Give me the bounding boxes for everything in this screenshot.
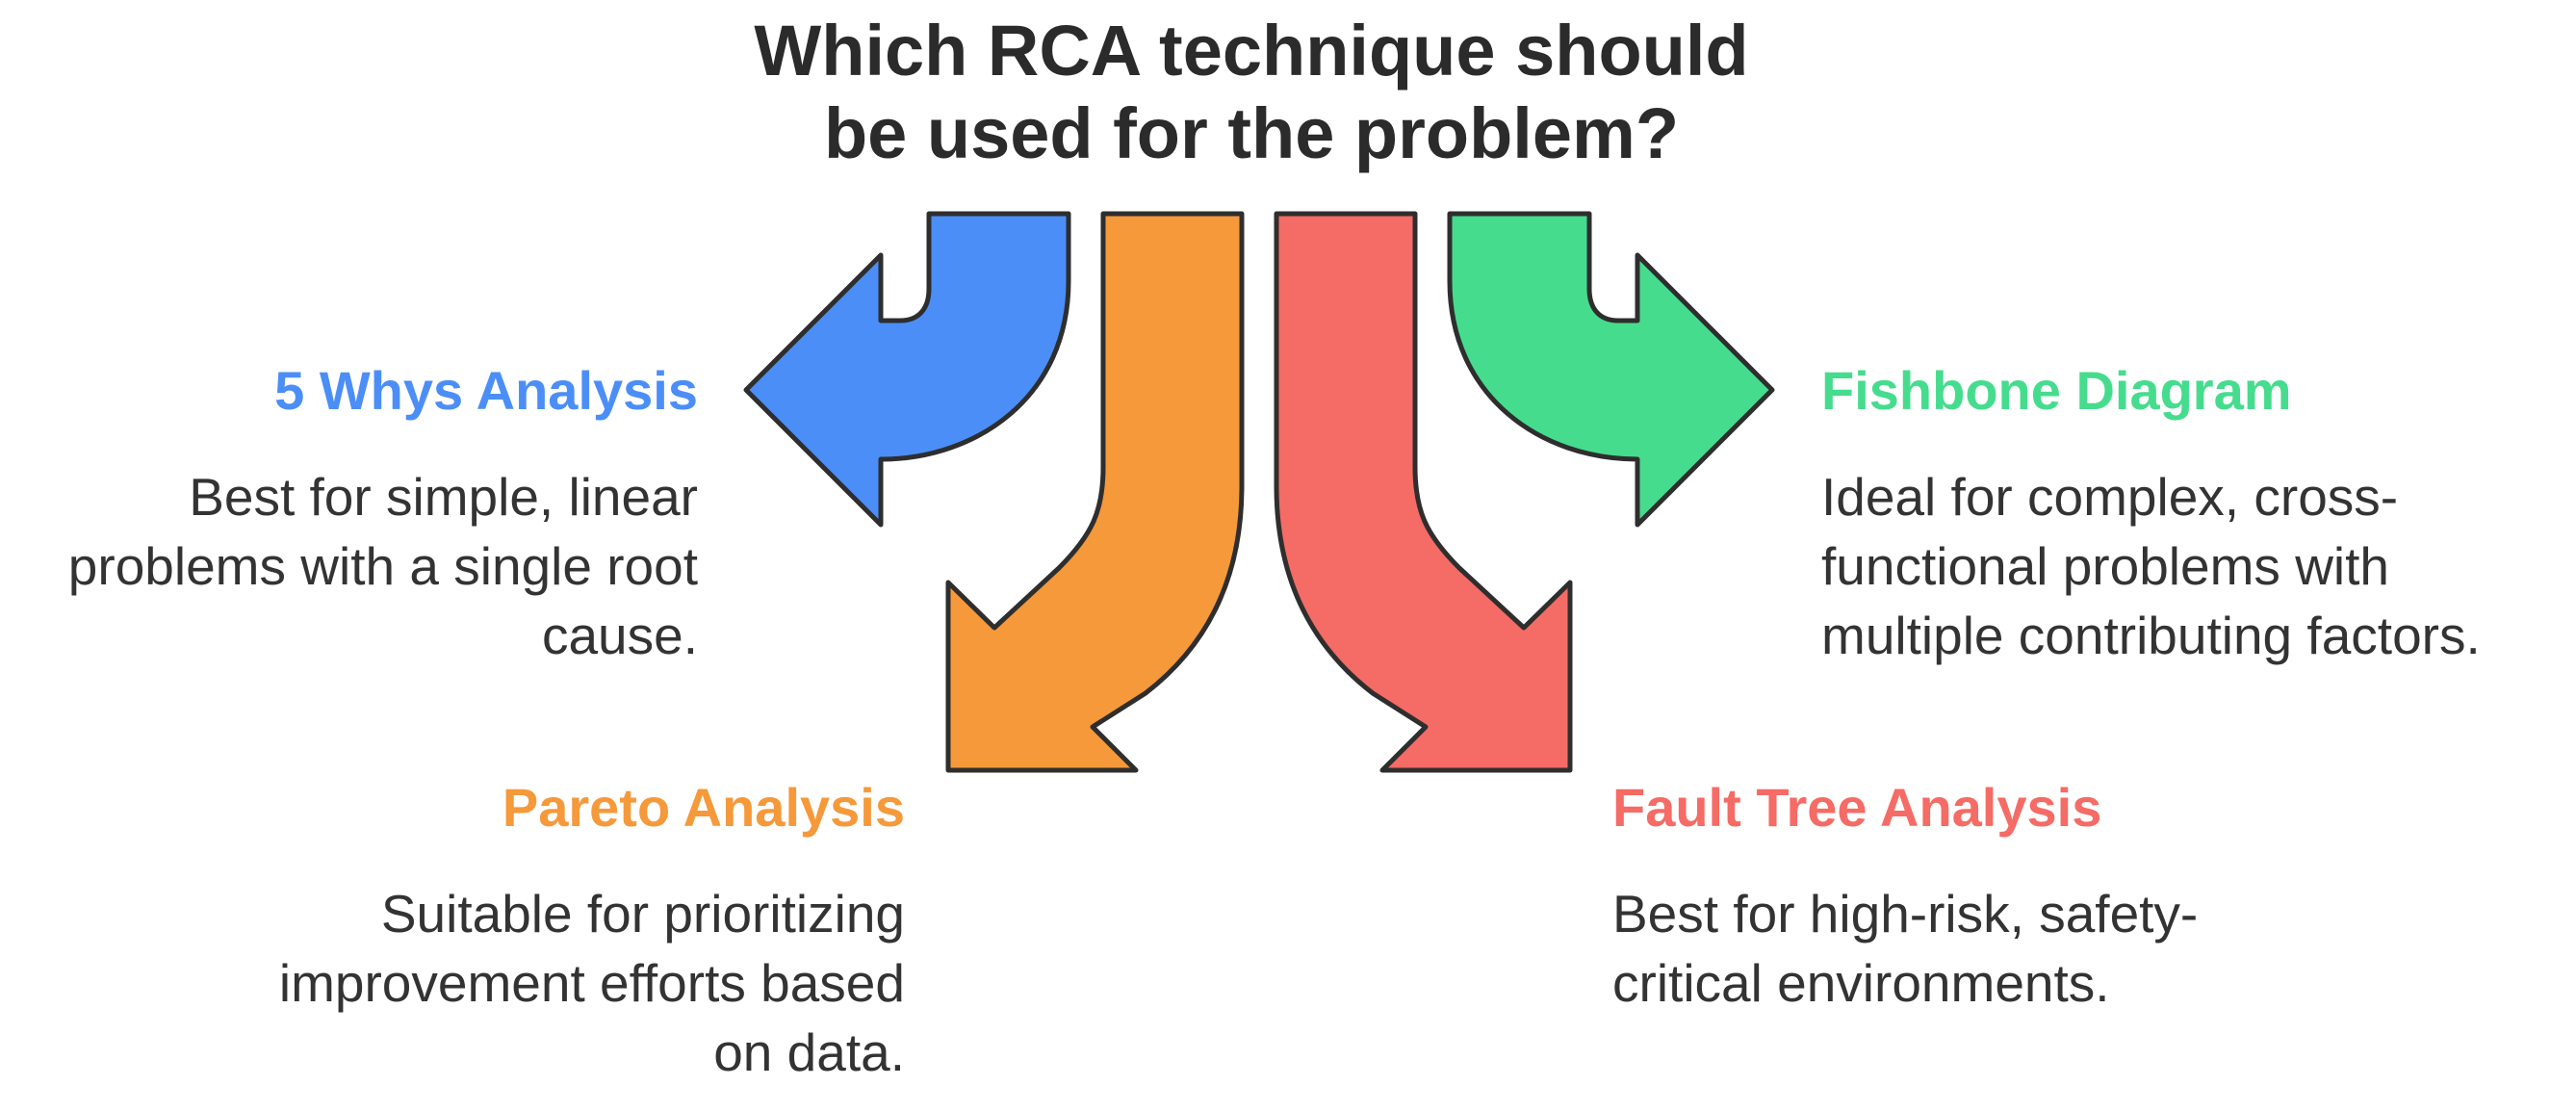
fishbone-arrow [1447,211,1775,528]
diagram-title-line-2: be used for the problem? [824,93,1679,173]
fault-tree-label: Fault Tree Analysis [1612,777,2101,838]
fault-tree-desc-line-2: critical environments. [1612,953,2110,1013]
five-whys-arrow [743,211,1071,528]
five-whys-label: 5 Whys Analysis [274,360,698,421]
five-whys-desc-line-3: cause. [542,606,698,665]
pareto-desc-line-2: improvement efforts based [279,953,905,1013]
fishbone-desc-line-2: functional problems with [1821,536,2389,596]
diagram-title-line-1: Which RCA technique should [754,11,1748,91]
pareto-desc-line-3: on data. [713,1022,905,1082]
fishbone-label: Fishbone Diagram [1821,360,2292,421]
pareto-label: Pareto Analysis [502,777,905,838]
pareto-desc-line-1: Suitable for prioritizing [381,884,905,944]
pareto-arrow [945,211,1245,773]
fault-tree-desc-line-1: Best for high-risk, safety- [1612,884,2198,944]
fishbone-desc-line-1: Ideal for complex, cross- [1821,467,2398,527]
fishbone-desc-line-3: multiple contributing factors. [1821,606,2481,665]
five-whys-desc-line-2: problems with a single root [68,536,698,596]
five-whys-desc-line-1: Best for simple, linear [189,467,698,527]
fault-tree-arrow [1274,211,1573,773]
